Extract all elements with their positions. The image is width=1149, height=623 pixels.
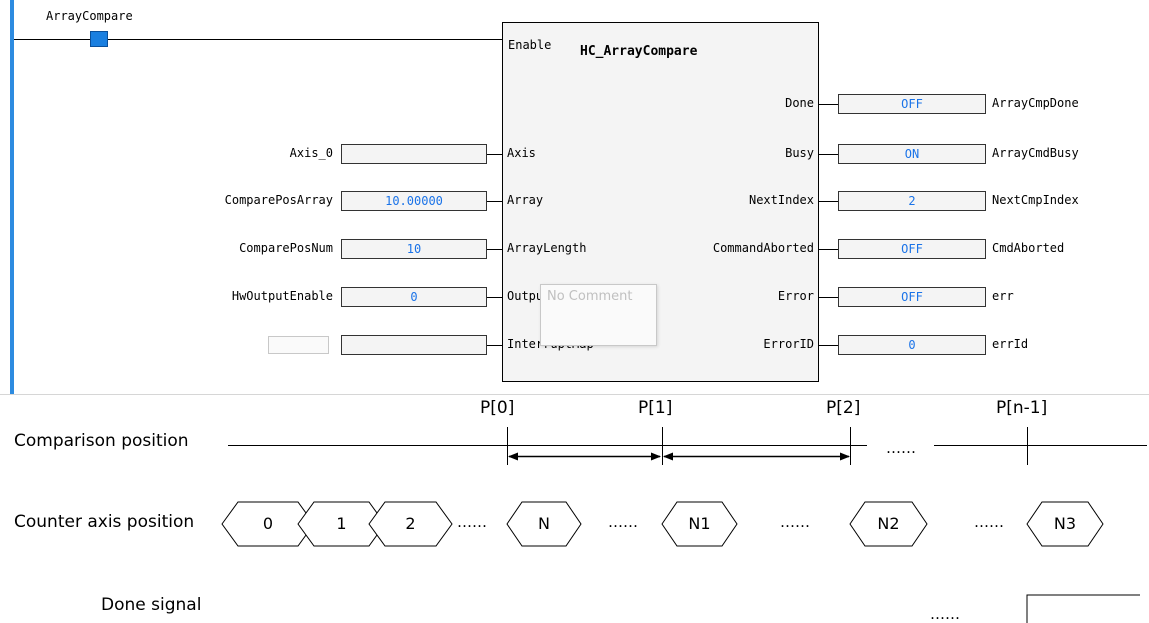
counter-row-label: Counter axis position [14,512,195,532]
contact-label: ArrayCompare [46,9,133,23]
output-pin-commandaborted: CommandAborted [712,241,814,255]
output-wire-nextindex [819,201,838,202]
input-variable-array: ComparePosArray [224,193,333,207]
enable-pin-label: Enable [508,38,552,52]
comment-tooltip-text: No Comment [547,289,633,304]
output-pin-busy: Busy [785,146,814,160]
comparison-ellipsis: …… [886,439,916,457]
counter-ellipsis-1: …… [457,513,487,531]
input-wire-outputenable [487,297,502,298]
power-rail [10,0,14,395]
timing-graphics [221,427,1147,623]
input-wire-array [487,201,502,202]
output-wire-error [819,297,838,298]
ladder-diagram: ArrayCompare Enable HC_ArrayCompare Axis… [10,0,1079,395]
position-label-p2: P[2] [826,398,861,418]
output-value-done[interactable]: OFF [838,94,986,114]
position-label-p1: P[1] [638,398,673,418]
output-wire-errorid [819,345,838,346]
done-row-label: Done signal [101,595,202,615]
counter-value-n2: N2 [877,514,900,533]
position-label-p0: P[0] [480,398,515,418]
output-value-commandaborted[interactable]: OFF [838,239,986,259]
input-value-outputenable[interactable]: 0 [341,287,487,307]
output-value-errorid[interactable]: 0 [838,335,986,355]
input-variable-outputenable: HwOutputEnable [231,289,333,303]
input-pin-array: Array [507,193,544,207]
output-variable-nextindex: NextCmpIndex [992,193,1079,207]
counter-hex-n [506,501,582,547]
counter-value-n3: N3 [1053,514,1077,533]
timing-diagram: Comparison position Counter axis positio… [0,395,1149,623]
counter-ellipsis-4: …… [974,513,1004,531]
output-value-nextindex[interactable]: 2 [838,191,986,211]
section-divider [0,394,1149,395]
output-pin-error: Error [777,289,814,303]
output-wire-done [819,104,838,105]
output-variable-done: ArrayCmpDone [992,96,1079,110]
done-ellipsis: …… [930,605,960,623]
output-variable-errorid: errId [992,337,1029,351]
output-wire-busy [819,154,838,155]
output-value-busy[interactable]: ON [838,144,986,164]
output-variable-commandaborted: CmdAborted [992,241,1065,255]
input-value-axis[interactable] [341,144,487,164]
counter-value-n1: N1 [688,514,711,533]
rung-wire [14,39,502,40]
input-value-interruptmap[interactable] [341,335,487,355]
counter-value-n: N [538,514,550,533]
counter-hex-n1 [661,501,738,547]
counter-value-1: 1 [336,514,347,533]
output-wire-commandaborted [819,249,838,250]
input-wire-interruptmap [487,345,502,346]
position-label-pn1: P[n-1] [996,398,1048,418]
input-pin-axis: Axis [507,146,536,160]
counter-hex-n2 [849,501,928,547]
input-wire-axis [487,154,502,155]
input-pin-arraylength: ArrayLength [507,241,587,255]
output-pin-errorid: ErrorID [763,337,814,351]
input-variable-axis: Axis_0 [289,146,333,160]
counter-hex-2 [368,501,453,547]
input-variable-arraylength: ComparePosNum [239,241,333,255]
comparison-row-label: Comparison position [14,431,189,451]
input-value-arraylength[interactable]: 10 [341,239,487,259]
counter-value-2: 2 [405,514,416,533]
output-pin-nextindex: NextIndex [748,193,814,207]
counter-hex-n3 [1026,501,1104,547]
input-value-array[interactable]: 10.00000 [341,191,487,211]
output-value-error[interactable]: OFF [838,287,986,307]
counter-ellipsis-2: …… [608,513,638,531]
output-pin-done: Done [785,96,814,110]
done-signal-step [1026,594,1140,623]
empty-variable-slot[interactable] [268,336,329,354]
block-name: HC_ArrayCompare [580,44,698,59]
contact-symbol[interactable] [90,31,108,47]
input-wire-arraylength [487,249,502,250]
output-variable-error: err [992,289,1014,303]
comment-tooltip: No Comment [540,284,657,346]
output-variable-busy: ArrayCmdBusy [992,146,1079,160]
counter-value-0: 0 [262,514,274,533]
counter-ellipsis-3: …… [780,513,810,531]
